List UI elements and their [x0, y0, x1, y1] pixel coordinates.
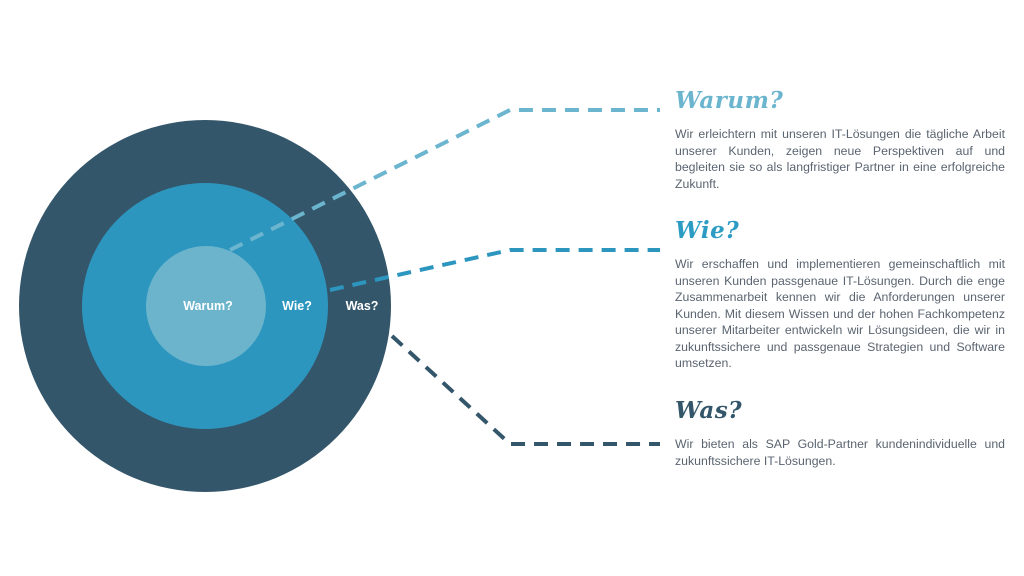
inner-circle-warum: [146, 246, 266, 366]
section-was-text: Wir bieten als SAP Gold-Partner kundenin…: [675, 437, 1005, 468]
connector-line-warum: [229, 108, 660, 252]
connector-line-was: [390, 334, 660, 446]
section-warum-heading: Warum?: [675, 87, 784, 114]
section-wie-text: Wir erschaffen und implementieren gemein…: [675, 257, 1005, 370]
inner-circle-label: Warum?: [183, 299, 233, 313]
connector-line-wie: [329, 248, 660, 292]
section-wie-heading: Wie?: [675, 217, 740, 244]
section-wie: Wie? Wir erschaffen und implementieren g…: [675, 218, 1005, 372]
outer-circle-label: Was?: [346, 299, 379, 313]
middle-circle-label: Wie?: [282, 299, 312, 313]
section-was: Was? Wir bieten als SAP Gold-Partner kun…: [675, 398, 1005, 469]
section-warum: Warum? Wir erleichtern mit unseren IT-Lö…: [675, 88, 1005, 192]
section-was-heading: Was?: [675, 397, 743, 424]
section-warum-text: Wir erleichtern mit unseren IT-Lösungen …: [675, 127, 1005, 191]
